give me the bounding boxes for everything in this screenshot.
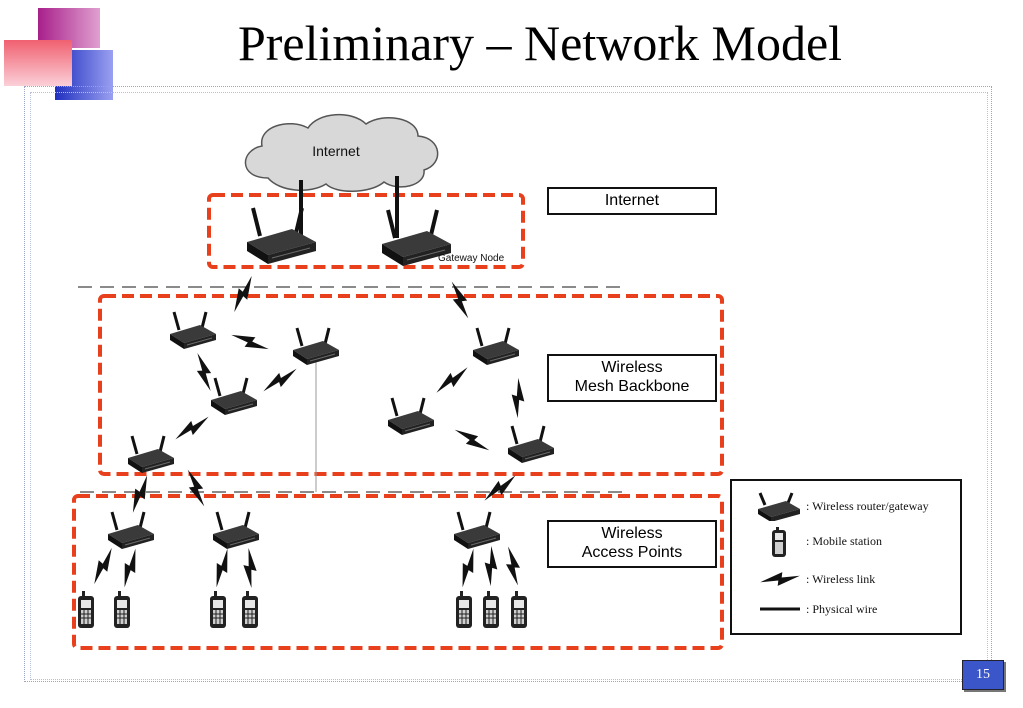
wireless-link-icon [760,572,800,586]
legend-text-wire: : Physical wire [806,602,878,616]
page-number: 15 [962,660,1004,690]
access-tier-box [72,494,724,650]
link-m1-m2 [229,331,271,353]
cloud-label: Internet [312,143,360,159]
access-router-1 [106,510,156,551]
mobile-station-4 [241,590,259,629]
mesh-router-4 [126,434,176,475]
internet-cloud [244,113,439,192]
legend-row-router: : Wireless router/gateway [732,491,960,521]
link-a1-p1 [90,545,116,587]
mobile-station-7 [510,590,528,629]
legend-row-wireless: : Wireless link [732,567,960,597]
mesh-tier-label-line2: Mesh Backbone [574,378,690,395]
link-a3-p7 [500,545,526,587]
access-router-2 [211,510,261,551]
mobile-station-icon [772,527,786,557]
legend-text-router: : Wireless router/gateway [806,499,929,513]
deco-square-pink [4,40,72,86]
content-frame-inner [30,92,988,680]
access-tier-label: Wireless Access Points [547,520,717,568]
link-a3-p5 [458,547,478,589]
internet-tier-box [207,193,525,269]
link-a2-p4 [240,547,260,589]
internet-tier-label-text: Internet [604,192,660,209]
slide-title: Preliminary – Network Model [237,15,843,71]
content-frame-outer [24,86,992,682]
internet-tier-label: Internet [547,187,717,215]
access-tier-label-line2: Access Points [581,544,683,561]
gateway-caption: Gateway Node [438,253,505,264]
legend-box: : Wireless router/gateway : Mobile stati… [730,479,962,635]
mesh-tier-label: Wireless Mesh Backbone [547,354,717,402]
link-m3-m2 [260,362,300,398]
gateway-router-1 [245,206,318,266]
link-m3-m4 [172,410,212,446]
link-a1-p2 [120,547,140,589]
physical-wire-icon [760,607,800,611]
mobile-station-1 [77,590,95,629]
corner-decoration [0,0,120,105]
mesh-router-2 [291,326,341,367]
mobile-station-3 [209,590,227,629]
link-m5-m7 [510,377,526,419]
legend-text-mobile: : Mobile station [806,534,882,548]
mobile-station-6 [482,590,500,629]
legend-row-wire: : Physical wire [732,597,960,627]
mesh-router-5 [471,326,521,367]
mesh-router-3 [209,376,259,417]
link-gw2-mesh [444,279,476,321]
link-a2-p3 [212,547,232,589]
legend-row-mobile: : Mobile station [732,527,960,557]
access-tier-label-line1: Wireless [601,525,663,542]
mobile-station-5 [455,590,473,629]
mesh-tier-label-line1: Wireless [601,359,663,376]
mesh-router-6 [386,396,436,437]
link-m6-m7 [451,426,493,454]
mesh-router-1 [168,310,218,351]
access-router-3 [452,510,502,551]
link-a3-p6 [483,545,499,587]
link-m5-m6 [433,361,471,399]
mesh-tier-box [98,294,724,476]
mesh-router-7 [506,424,556,465]
link-m1-m3 [190,351,218,393]
router-icon [758,492,800,521]
mobile-station-2 [113,590,131,629]
legend-text-wireless: : Wireless link [806,572,876,586]
